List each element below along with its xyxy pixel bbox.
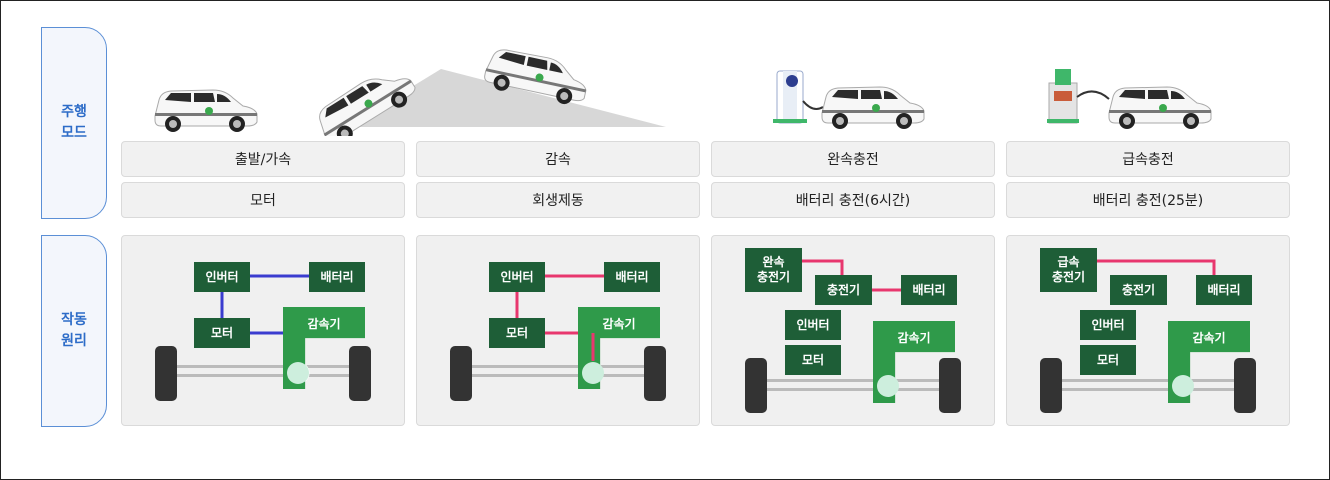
fast-charger-box: 급속 충전기 (1040, 248, 1097, 292)
battery-box: 배터리 (1196, 275, 1252, 305)
car-icon (1108, 86, 1212, 130)
motor-box: 모터 (785, 345, 841, 375)
inverter-box: 인버터 (785, 310, 841, 340)
car-icon (154, 89, 258, 133)
principle-panel-decel: 인버터 배터리 모터 감속기 (416, 235, 700, 426)
reducer-label: 감속기 (897, 331, 931, 345)
motor-box: 모터 (489, 318, 545, 348)
mode-label-slow-charge: 완속충전 (711, 141, 995, 177)
reducer-label: 감속기 (1192, 331, 1226, 345)
mode-source: 모터 (250, 193, 276, 209)
mode-label-decel: 감속 (416, 141, 700, 177)
mode-name: 완속충전 (827, 152, 879, 168)
source-label-slow: 배터리 충전(6시간) (711, 182, 995, 218)
driving-mode-label: 주행 모드 (41, 27, 107, 219)
mode-label-fast-charge: 급속충전 (1006, 141, 1290, 177)
inverter-box: 인버터 (194, 262, 250, 292)
slope-icon (346, 69, 666, 127)
source-label-motor: 모터 (121, 182, 405, 218)
fast-charger-station-icon (1047, 69, 1110, 124)
mode-source: 배터리 충전(6시간) (795, 193, 911, 209)
motor-box: 모터 (194, 318, 250, 348)
charger-box: 충전기 (815, 275, 872, 305)
inverter-box: 인버터 (1080, 310, 1136, 340)
mode-label-launch: 출발/가속 (121, 141, 405, 177)
mode-name: 감속 (545, 152, 571, 168)
operating-principle-label-text: 작동 원리 (61, 312, 87, 349)
reducer-label: 감속기 (602, 317, 636, 331)
mode-source: 회생제동 (532, 193, 584, 209)
source-label-fast: 배터리 충전(25분) (1006, 182, 1290, 218)
vehicle-illustrations (154, 45, 1212, 136)
source-label-regen: 회생제동 (416, 182, 700, 218)
driving-mode-label-text: 주행 모드 (61, 104, 87, 141)
slow-charger-box: 완속 충전기 (745, 248, 802, 292)
mode-name: 급속충전 (1122, 152, 1174, 168)
mode-name: 출발/가속 (234, 152, 292, 168)
battery-box: 배터리 (309, 262, 365, 292)
mode-source: 배터리 충전(25분) (1092, 193, 1204, 209)
reducer-label: 감속기 (307, 317, 341, 331)
operating-principle-label: 작동 원리 (41, 235, 107, 427)
powertrain-lines (1040, 259, 1256, 413)
principle-panel-fast-charge: 급속 충전기 충전기 배터리 인버터 모터 감속기 (1006, 235, 1290, 426)
charger-box: 충전기 (1110, 275, 1167, 305)
principle-panel-slow-charge: 완속 충전기 충전기 배터리 인버터 모터 감속기 (711, 235, 995, 426)
motor-box: 모터 (1080, 345, 1136, 375)
powertrain-lines (745, 259, 961, 413)
battery-box: 배터리 (604, 262, 660, 292)
battery-box: 배터리 (901, 275, 957, 305)
inverter-box: 인버터 (489, 262, 545, 292)
car-icon (821, 86, 925, 130)
slow-charger-station-icon (773, 70, 824, 124)
principle-panel-launch: 인버터 배터리 모터 감속기 (121, 235, 405, 426)
